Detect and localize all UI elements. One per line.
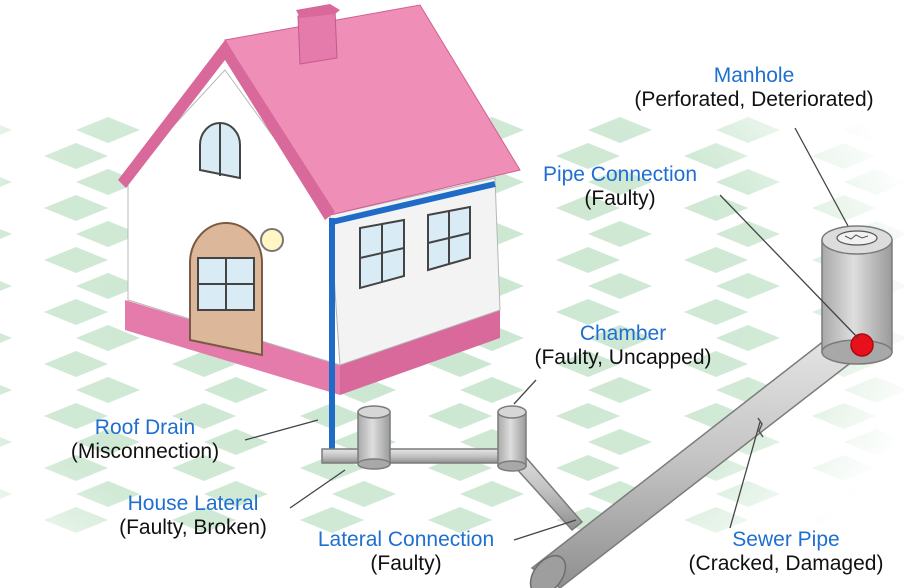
chamber-leader bbox=[513, 379, 537, 405]
label-roof-drain-desc: (Misconnection) bbox=[70, 440, 220, 463]
label-lateral-connection-name: Lateral Connection bbox=[317, 528, 495, 551]
leader-lines bbox=[244, 127, 859, 541]
manhole-leader bbox=[794, 127, 849, 227]
house bbox=[118, 4, 521, 452]
house-lateral-pipe bbox=[321, 448, 503, 464]
label-sewer-pipe-desc: (Cracked, Damaged) bbox=[688, 552, 884, 575]
pipe-crack bbox=[757, 417, 764, 438]
side-window-left bbox=[359, 218, 405, 290]
pipe-connection-fault-marker bbox=[850, 333, 874, 357]
label-manhole-desc: (Perforated, Deteriorated) bbox=[634, 88, 874, 111]
label-pipe-connection-desc: (Faulty) bbox=[584, 187, 656, 210]
label-lateral-connection: Lateral Connection (Faulty) bbox=[300, 528, 512, 576]
front-door bbox=[189, 222, 264, 357]
label-house-lateral: House Lateral (Faulty, Broken) bbox=[98, 492, 288, 540]
side-window-right bbox=[427, 205, 471, 272]
label-sewer-pipe-name: Sewer Pipe bbox=[732, 528, 840, 551]
attic-window bbox=[199, 122, 241, 180]
sewer-pipe-leader bbox=[729, 421, 761, 529]
chimney bbox=[297, 9, 338, 65]
label-chamber: Chamber (Faulty, Uncapped) bbox=[508, 322, 738, 370]
sewer-network bbox=[321, 225, 893, 588]
manhole-cover bbox=[836, 230, 878, 246]
label-roof-drain-name: Roof Drain bbox=[94, 416, 196, 439]
chimney-top bbox=[296, 4, 340, 18]
gutter bbox=[331, 181, 496, 225]
label-chamber-name: Chamber bbox=[579, 322, 667, 345]
chamber-left bbox=[357, 405, 391, 470]
label-manhole: Manhole (Perforated, Deteriorated) bbox=[618, 64, 890, 112]
label-pipe-connection: Pipe Connection (Faulty) bbox=[520, 163, 720, 211]
label-house-lateral-desc: (Faulty, Broken) bbox=[119, 516, 267, 539]
roof-drain-leader bbox=[244, 419, 319, 441]
label-manhole-name: Manhole bbox=[713, 64, 795, 87]
label-sewer-pipe: Sewer Pipe (Cracked, Damaged) bbox=[688, 528, 884, 576]
house-base-side bbox=[340, 310, 500, 395]
wall-lamp bbox=[260, 228, 284, 252]
label-lateral-connection-desc: (Faulty) bbox=[370, 552, 442, 575]
label-roof-drain: Roof Drain (Misconnection) bbox=[55, 416, 235, 464]
label-house-lateral-name: House Lateral bbox=[127, 492, 259, 515]
manhole bbox=[821, 225, 893, 365]
pipe-connection-leader bbox=[719, 194, 859, 339]
chamber-right bbox=[497, 405, 527, 472]
house-roof-edge bbox=[118, 40, 335, 220]
label-chamber-desc: (Faulty, Uncapped) bbox=[534, 346, 712, 369]
lateral-connection-leader bbox=[513, 519, 577, 541]
label-pipe-connection-name: Pipe Connection bbox=[542, 163, 698, 186]
house-lateral-leader bbox=[289, 469, 346, 509]
